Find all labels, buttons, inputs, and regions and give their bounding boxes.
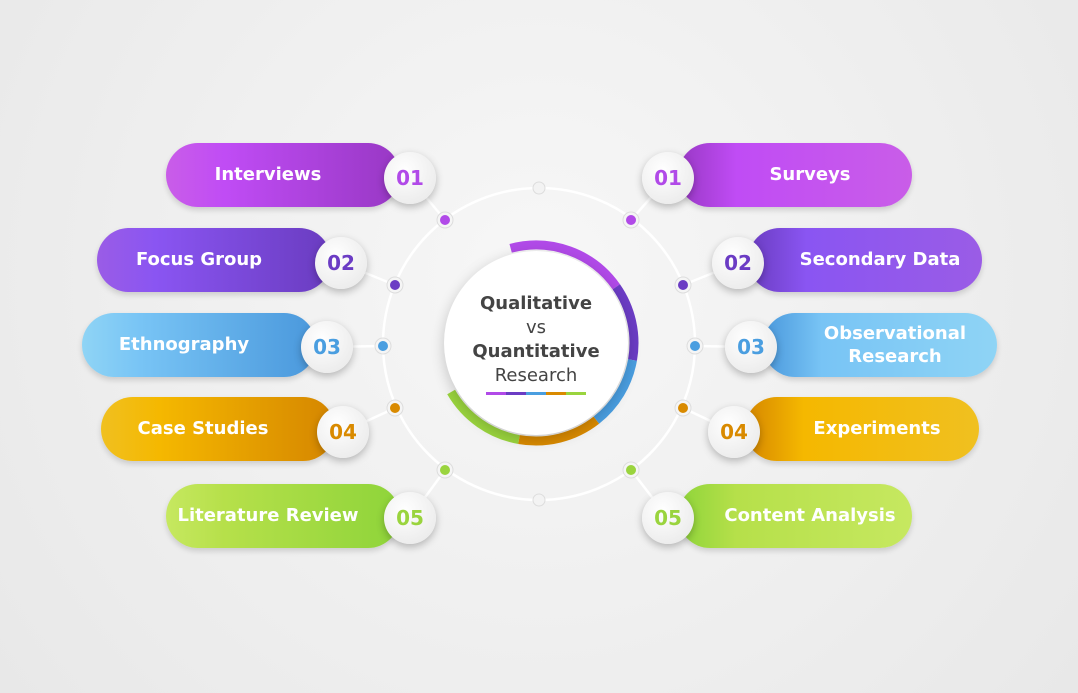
item-label: Observational Research [823, 322, 967, 367]
node-dot-fill [678, 403, 688, 413]
right-item-1: Surveys [678, 143, 912, 207]
item-label: Case Studies [137, 418, 269, 440]
right-item-2: Secondary Data [748, 228, 982, 292]
item-label: Secondary Data [799, 249, 961, 271]
node-dot-fill [440, 465, 450, 475]
item-label: Experiments [813, 418, 941, 440]
number-badge: 05 [642, 492, 694, 544]
title-vs: vs [525, 316, 547, 338]
number-badge: 04 [317, 406, 369, 458]
item-label: Interviews [214, 164, 322, 186]
center-arc-4 [518, 416, 600, 446]
ring-node [532, 181, 546, 195]
node-dot-fill [390, 403, 400, 413]
ring-node [532, 493, 546, 507]
left-item-3: Ethnography [82, 313, 316, 377]
node-dot-fill [390, 280, 400, 290]
node-dot-fill [626, 465, 636, 475]
title-quantitative: Quantitative [472, 340, 600, 362]
number-badge: 04 [708, 406, 760, 458]
node-dot-fill [678, 280, 688, 290]
number-badge: 02 [712, 237, 764, 289]
number-badge: 01 [384, 152, 436, 204]
left-item-2: Focus Group [97, 228, 331, 292]
right-item-3: Observational Research [763, 313, 997, 377]
node-dot-fill [378, 341, 388, 351]
left-item-1: Interviews [166, 143, 400, 207]
number-badge: 05 [384, 492, 436, 544]
left-item-4: Case Studies [101, 397, 335, 461]
right-item-4: Experiments [745, 397, 979, 461]
item-label: Literature Review [177, 505, 359, 527]
item-label: Content Analysis [724, 505, 896, 527]
left-item-5: Literature Review [166, 484, 400, 548]
center-arc-3 [593, 359, 637, 424]
number-badge: 03 [301, 321, 353, 373]
node-dot-fill [440, 215, 450, 225]
item-label: Surveys [769, 164, 851, 186]
number-badge: 03 [725, 321, 777, 373]
item-label: Focus Group [135, 249, 263, 271]
node-dot-fill [626, 215, 636, 225]
center-title-circle: Qualitative vs Quantitative Research [444, 251, 628, 435]
title-qualitative: Qualitative [479, 292, 593, 314]
right-item-5: Content Analysis [678, 484, 912, 548]
title-research: Research [494, 364, 578, 386]
number-badge: 01 [642, 152, 694, 204]
center-arc-2 [612, 284, 639, 361]
number-badge: 02 [315, 237, 367, 289]
center-arc-5 [447, 389, 520, 444]
center-arc-1 [509, 240, 620, 290]
color-underline [486, 391, 586, 395]
item-label: Ethnography [118, 334, 250, 356]
node-dot-fill [690, 341, 700, 351]
